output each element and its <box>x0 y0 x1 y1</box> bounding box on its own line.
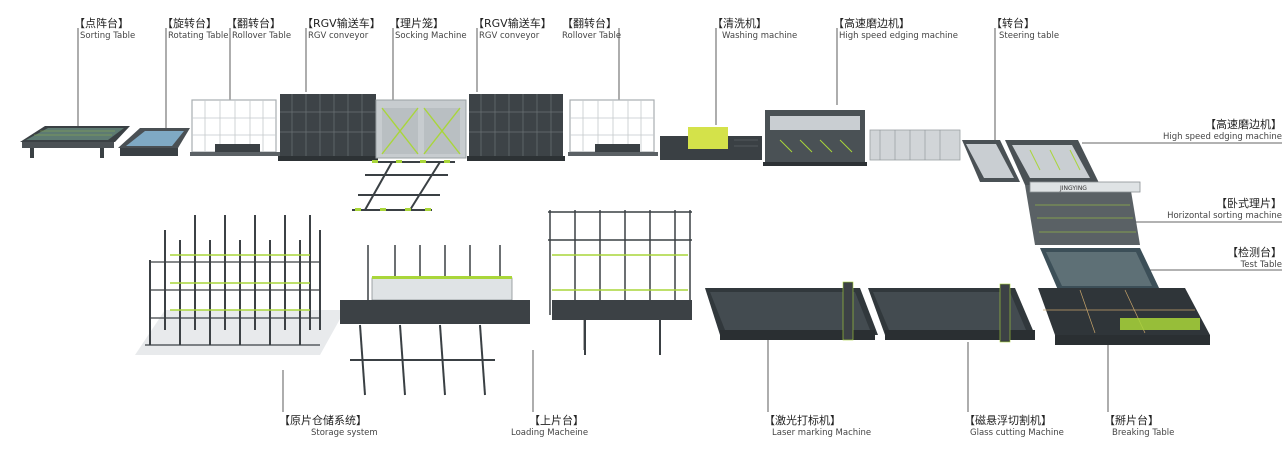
storage-system-machine <box>135 215 345 355</box>
label-en: Rollover Table <box>562 31 622 41</box>
label-loading-machine: 【上片台】 Loading Macheine <box>511 414 588 439</box>
label-sorting-table: 【点阵台】 Sorting Table <box>74 17 135 42</box>
label-rgv-conveyor-2: 【RGV输送车】 RGV conveyor <box>473 17 552 42</box>
horizontal-sorting-machine: JINGYING <box>1025 181 1141 245</box>
label-zh: 【高速磨边机】 <box>833 17 910 30</box>
label-en: Test Table <box>1240 260 1282 270</box>
label-zh: 【原片仓储系统】 <box>279 414 367 427</box>
edging-outfeed-conveyor <box>869 129 961 161</box>
rollover-table-2-machine <box>568 99 658 156</box>
rgv-conveyor-1-machine <box>278 94 378 161</box>
laser-marking-machine <box>705 281 878 341</box>
sorting-table-machine <box>20 126 130 158</box>
label-en: Storage system <box>311 428 378 438</box>
label-rgv-conveyor-1: 【RGV输送车】 RGV conveyor <box>302 17 381 42</box>
rollover-table-1-machine <box>190 99 280 156</box>
label-en: Rotating Table <box>168 31 229 41</box>
label-rollover-table-2: 【翻转台】 Rollover Table <box>562 17 621 42</box>
label-steering-table: 【转台】 Steering table <box>991 17 1059 42</box>
label-zh: 【清洗机】 <box>712 17 767 30</box>
label-en: Washing machine <box>722 31 798 41</box>
label-en: Sorting Table <box>80 31 136 41</box>
label-en: RGV conveyor <box>479 31 540 41</box>
loading-table-machine <box>548 210 692 355</box>
label-en: Horizontal sorting machine <box>1167 211 1282 221</box>
label-rollover-table-1: 【翻转台】 Rollover Table <box>226 17 291 42</box>
label-socking-machine: 【理片笼】 Socking Machine <box>389 17 467 42</box>
label-en: RGV conveyor <box>308 31 369 41</box>
socking-machine <box>352 99 467 211</box>
test-table-machine <box>1040 248 1160 290</box>
washing-machine <box>660 127 762 160</box>
label-en: Loading Macheine <box>511 428 589 438</box>
label-zh: 【旋转台】 <box>162 17 217 30</box>
label-zh: 【检测台】 <box>1227 246 1282 259</box>
label-test-table: 【检测台】 Test Table <box>1227 246 1282 271</box>
edging-machine-right <box>1005 140 1100 185</box>
loading-machine <box>340 245 530 396</box>
label-zh: 【点阵台】 <box>74 17 129 30</box>
label-zh: 【激光打标机】 <box>764 414 841 427</box>
label-horizontal-sorting: 【卧式理片】 Horizontal sorting machine <box>1167 197 1282 222</box>
label-en: Glass cutting Machine <box>970 428 1064 438</box>
label-zh: 【卧式理片】 <box>1216 197 1282 210</box>
label-zh: 【翻转台】 <box>226 17 281 30</box>
label-en: High speed edging machine <box>839 31 959 41</box>
label-storage-system: 【原片仓储系统】 Storage system <box>279 414 378 439</box>
rgv-conveyor-2-machine <box>467 94 565 161</box>
label-en: High speed edging machine <box>1162 132 1282 142</box>
label-zh: 【转台】 <box>991 17 1035 30</box>
label-zh: 【掰片台】 <box>1104 414 1159 427</box>
label-en: Breaking Table <box>1112 428 1175 438</box>
label-glass-cutting: 【磁悬浮切割机】 Glass cutting Machine <box>964 414 1064 439</box>
edging-machine-top <box>763 110 867 166</box>
rotating-table-machine <box>118 128 190 156</box>
label-edging-machine-right: 【高速磨边机】 High speed edging machine <box>1163 118 1282 143</box>
label-laser-marking: 【激光打标机】 Laser marking Machine <box>764 414 871 439</box>
brand-logo: JINGYING <box>1059 185 1087 192</box>
label-en: Socking Machine <box>395 31 467 41</box>
label-zh: 【高速磨边机】 <box>1205 118 1282 131</box>
label-washing-machine: 【清洗机】 Washing machine <box>712 17 797 42</box>
label-en: Steering table <box>999 31 1060 41</box>
label-breaking-table: 【掰片台】 Breaking Table <box>1104 414 1174 439</box>
label-rotating-table: 【旋转台】 Rotating Table <box>162 17 228 42</box>
breaking-table-machine <box>1038 288 1210 345</box>
glass-cutting-machine <box>868 283 1035 343</box>
label-zh: 【翻转台】 <box>562 17 617 30</box>
steering-table-machine <box>962 140 1020 182</box>
label-zh: 【磁悬浮切割机】 <box>964 414 1052 427</box>
label-en: Laser marking Machine <box>772 428 872 438</box>
label-zh: 【RGV输送车】 <box>302 17 381 30</box>
label-en: Rollover Table <box>232 31 292 41</box>
label-zh: 【上片台】 <box>529 414 584 427</box>
label-zh: 【RGV输送车】 <box>473 17 552 30</box>
label-edging-machine-top: 【高速磨边机】 High speed edging machine <box>833 17 958 42</box>
label-zh: 【理片笼】 <box>389 17 444 30</box>
